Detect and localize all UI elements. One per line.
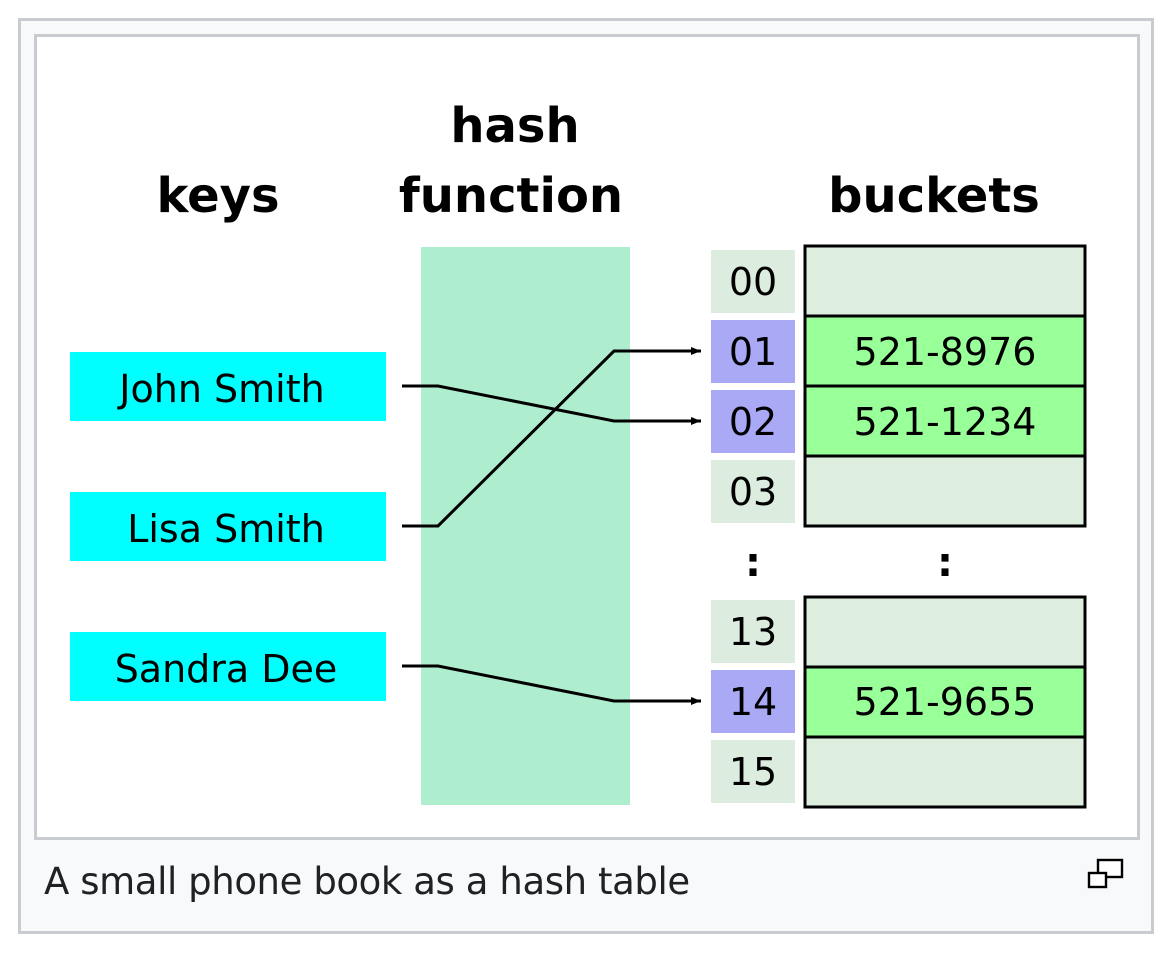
bucket-ellipsis: : [937, 540, 953, 586]
bucket-cell-used [803, 384, 1087, 458]
index-label: 02 [729, 400, 777, 444]
key-label: Sandra Dee [115, 647, 338, 691]
index-ellipsis: : [745, 540, 761, 586]
magnify-icon[interactable] [1086, 858, 1126, 892]
index-column-top: 00 01 02 03 [711, 250, 795, 523]
header-buckets: buckets [828, 168, 1040, 224]
index-cell-used [711, 390, 795, 453]
bucket-column-bottom: 521-9655 [803, 595, 1087, 809]
arrow-john-smith-to-02 [402, 384, 701, 425]
index-column-bottom: 13 14 15 [711, 600, 795, 803]
header-function: function [399, 168, 623, 224]
bucket-cell-used [803, 314, 1087, 388]
index-label: 15 [729, 750, 777, 794]
hash-function-box [421, 247, 630, 805]
key-label: Lisa Smith [127, 507, 325, 551]
index-cell [711, 250, 795, 313]
figure-caption: A small phone book as a hash table [44, 860, 690, 903]
bucket-cell-used [803, 665, 1087, 739]
index-cell-used [711, 320, 795, 383]
bucket-cell [803, 244, 1087, 318]
keys-group: John Smith Lisa Smith Sandra Dee [70, 352, 386, 701]
index-label: 14 [729, 680, 777, 724]
index-cell-used [711, 670, 795, 733]
bucket-cell [803, 454, 1087, 528]
bucket-value: 521-8976 [854, 330, 1037, 374]
key-label: John Smith [117, 367, 324, 411]
arrow-sandra-dee-to-14 [402, 664, 701, 705]
index-label: 03 [729, 470, 777, 514]
key-box [70, 492, 386, 561]
header-keys: keys [156, 168, 279, 224]
bucket-cell [803, 595, 1087, 669]
index-cell [711, 600, 795, 663]
bucket-column-top: 521-8976 521-1234 [803, 244, 1087, 528]
hash-arrows [402, 347, 701, 705]
key-box [70, 632, 386, 701]
header-hash: hash [450, 98, 579, 154]
index-label: 00 [729, 260, 777, 304]
bucket-value: 521-1234 [854, 400, 1037, 444]
key-box [70, 352, 386, 421]
index-cell [711, 740, 795, 803]
bucket-cell [803, 735, 1087, 809]
index-label: 13 [729, 610, 777, 654]
arrow-lisa-smith-to-01 [402, 347, 701, 528]
bucket-value: 521-9655 [854, 680, 1037, 724]
index-cell [711, 460, 795, 523]
index-label: 01 [729, 330, 777, 374]
